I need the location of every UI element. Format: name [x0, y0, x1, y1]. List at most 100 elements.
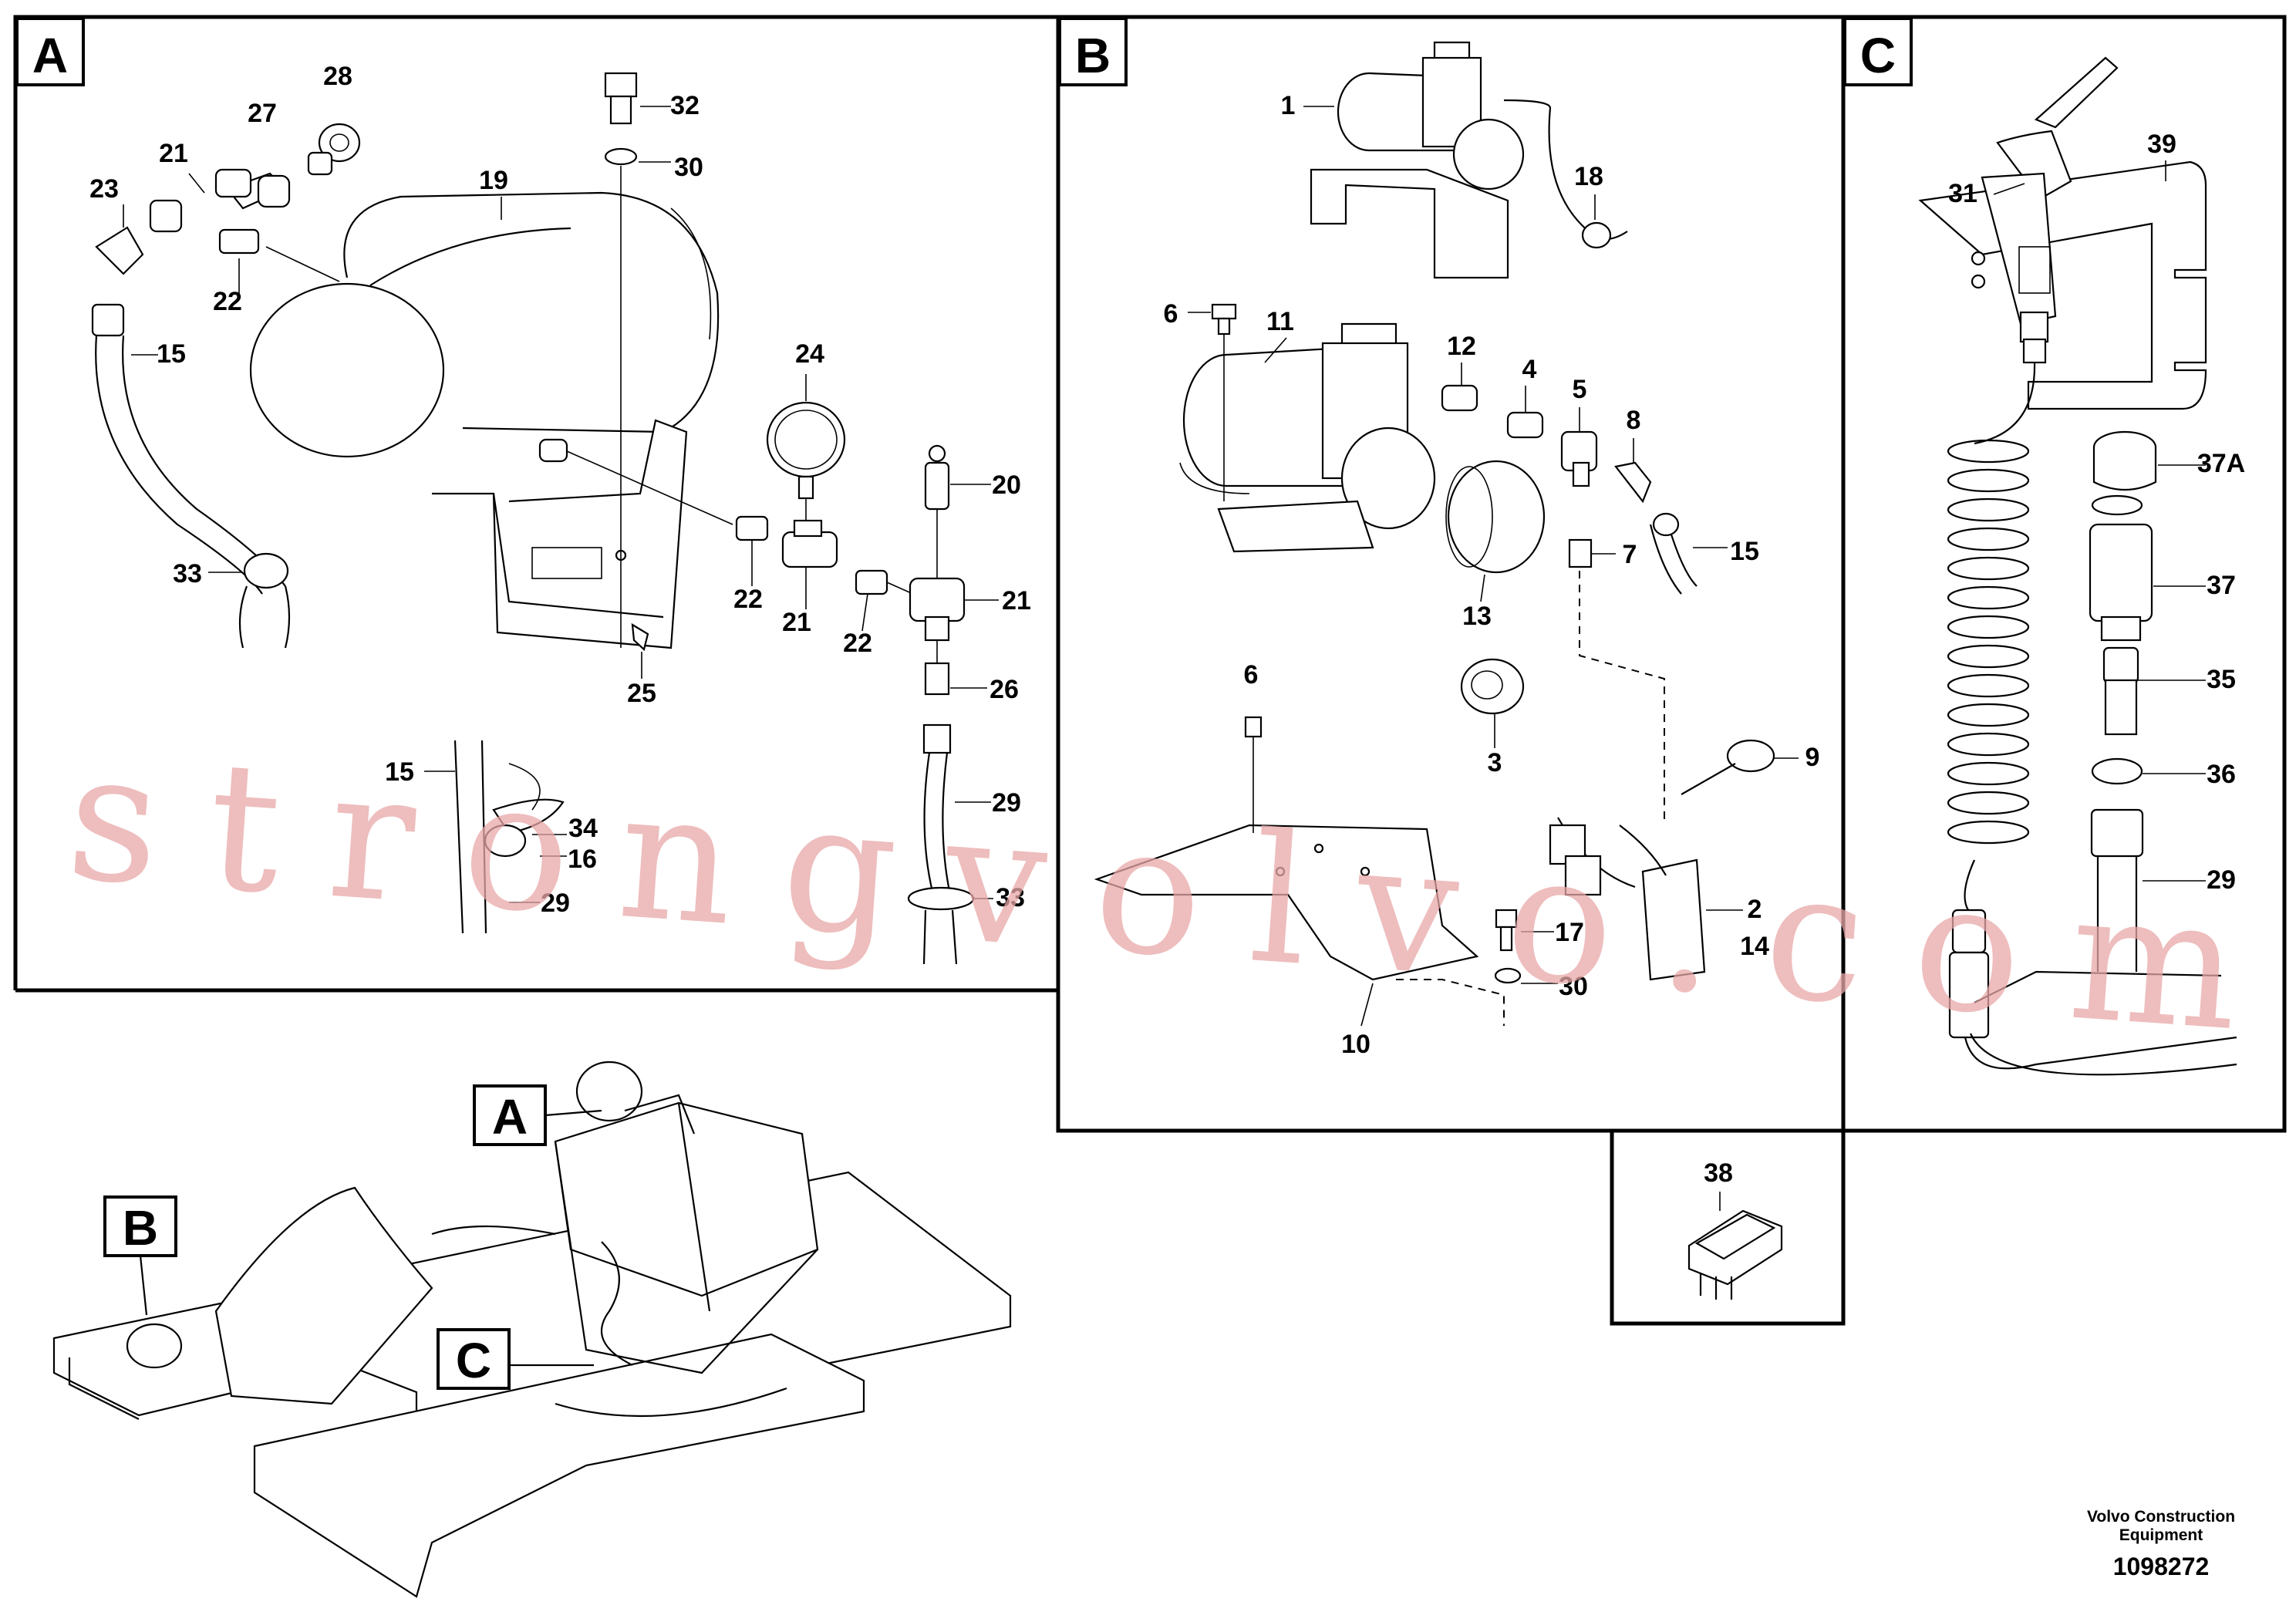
upper-left-fittings [91, 123, 361, 337]
callout-a15b: 15 [385, 757, 414, 787]
callout-b6a: 6 [1164, 299, 1178, 329]
callout-b4: 4 [1522, 355, 1537, 384]
holder-bracket [1918, 160, 2207, 410]
callout-c36: 36 [2207, 760, 2236, 789]
callout-a16: 16 [568, 845, 597, 874]
coil-loop [1947, 732, 2030, 757]
tee-fitting-lower [735, 515, 966, 642]
compressor-top [1310, 41, 1628, 279]
coil-loop [1947, 703, 2030, 727]
hose-15-left [95, 335, 291, 649]
panel-c-drawing [1918, 56, 2237, 1076]
coil-loop [1947, 468, 2030, 493]
callout-a33b: 33 [996, 883, 1025, 912]
callout-leader-b10 [1360, 983, 1374, 1027]
callout-leader-a22c [861, 593, 868, 632]
coil-loop [1947, 673, 2030, 698]
callout-b8: 8 [1627, 406, 1641, 435]
coil-loop [1947, 556, 2030, 581]
cable-tie-9 [1681, 739, 1775, 795]
callout-a33a: 33 [173, 559, 202, 588]
callout-b5: 5 [1573, 375, 1587, 404]
callout-b2: 2 [1748, 895, 1762, 924]
footer-company-line2: Equipment [2119, 1526, 2203, 1544]
hose-coupler [1948, 909, 2237, 1076]
callout-b6b: 6 [1244, 660, 1259, 690]
callout-a22c: 22 [843, 629, 872, 658]
callout-b9: 9 [1805, 743, 1820, 772]
coil-loop [1947, 439, 2030, 464]
callout-a15a: 15 [157, 339, 186, 369]
panel-letter-C-text: C [1860, 28, 1896, 83]
overview-box-A: A [473, 1084, 602, 1146]
panel-letter-C: C [1843, 17, 1913, 86]
callout-leader-b11 [1264, 337, 1287, 363]
air-tank [249, 191, 733, 649]
callout-c31: 31 [1948, 179, 1977, 208]
overview-box-C: C [437, 1328, 594, 1390]
callout-a19: 19 [479, 166, 508, 195]
callout-a34: 34 [568, 814, 598, 843]
blow-gun [1981, 56, 2119, 364]
clip-detail [453, 740, 565, 934]
grommet-3 [1460, 658, 1525, 715]
coil-loop [1947, 791, 2030, 815]
callout-a28: 28 [323, 62, 352, 91]
callout-b13: 13 [1462, 602, 1492, 631]
coil-loop [1947, 527, 2030, 551]
coil-loop [1947, 644, 2030, 669]
callout-b30: 30 [1559, 972, 1588, 1001]
bolt-17 [1494, 909, 1522, 984]
callout-c35: 35 [2207, 665, 2236, 694]
panel-a-drawing [91, 72, 975, 965]
overview-letter-B: B [123, 1200, 158, 1256]
coil-loop [1947, 615, 2030, 639]
coil-loop [1947, 761, 2030, 786]
callout-b1: 1 [1281, 91, 1296, 120]
callout-a26: 26 [990, 675, 1019, 704]
pressure-gauge [766, 401, 846, 524]
callout-a32: 32 [670, 91, 700, 120]
callout-a22b: 22 [733, 585, 763, 614]
compressor-main [1179, 322, 1436, 553]
callout-b14: 14 [1740, 932, 1769, 961]
callout-a23: 23 [89, 174, 119, 204]
footer-drawing-number: 1098272 [2113, 1553, 2210, 1580]
callout-c37A: 37A [2197, 449, 2245, 478]
callout-a21c: 21 [1002, 586, 1031, 615]
panel-letter-B-text: B [1075, 28, 1111, 83]
panel-letter-A: A [15, 17, 85, 86]
callout-b3: 3 [1488, 748, 1502, 777]
fitting-20 [924, 444, 950, 578]
callout-a25: 25 [627, 679, 656, 708]
callout-c37: 37 [2207, 571, 2236, 600]
callout-leader-a21a [188, 173, 205, 194]
bolt-32 [604, 72, 649, 652]
coupler-parts [2089, 430, 2157, 972]
callout-a20: 20 [992, 470, 1021, 500]
callout-s38: 38 [1704, 1158, 1733, 1188]
overview-box-B: B [103, 1195, 177, 1316]
callout-a21a: 21 [159, 139, 188, 168]
callout-a21b: 21 [782, 608, 811, 637]
callout-b17: 17 [1555, 918, 1584, 947]
footer: Volvo Construction Equipment 1098272 [2087, 1508, 2235, 1580]
callout-c39: 39 [2147, 130, 2176, 159]
callout-a29a: 29 [541, 889, 570, 918]
coil-hose [1947, 362, 2036, 911]
callout-b18: 18 [1574, 162, 1603, 191]
relay-module [1549, 817, 1706, 981]
coil-loop [1947, 820, 2030, 845]
panel-letter-A-text: A [32, 28, 68, 83]
callout-a24: 24 [795, 339, 824, 369]
mounting-plate [1094, 716, 1505, 1026]
switch-38-drawing [1687, 1209, 1783, 1300]
panel-letter-B: B [1058, 17, 1128, 86]
callout-a22a: 22 [213, 287, 242, 316]
panel-b-drawing [1094, 41, 1775, 1026]
callout-b15: 15 [1730, 537, 1759, 566]
callout-b11: 11 [1266, 307, 1294, 336]
bolt-6 [1211, 303, 1237, 501]
coil-loop [1947, 497, 2030, 522]
